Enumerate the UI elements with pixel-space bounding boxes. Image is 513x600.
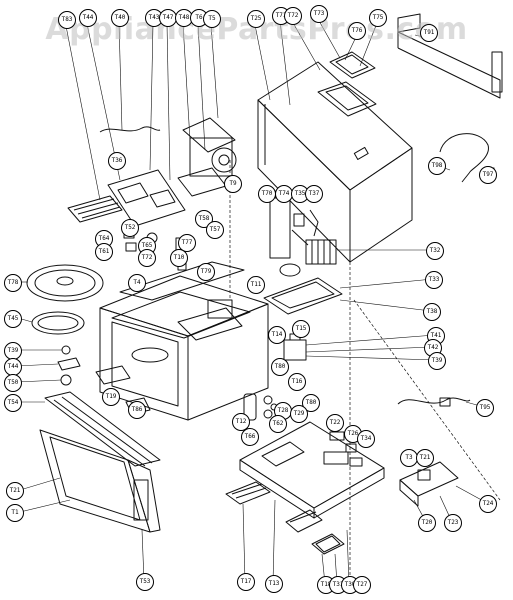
- callout-label: T27: [353, 576, 371, 594]
- top-vent-cover: [317, 51, 377, 117]
- assembly-guide-lines: [229, 160, 501, 580]
- callout-label: T10: [170, 249, 188, 267]
- door-assembly: [39, 429, 161, 533]
- capacitor: [269, 197, 301, 277]
- callout-label: T24: [479, 495, 497, 513]
- callout-label: T23: [444, 514, 462, 532]
- callout-label: T1: [6, 504, 24, 522]
- callout-label: T54: [4, 394, 22, 412]
- filter-grill: [67, 195, 123, 223]
- glass-turntable: [26, 264, 104, 302]
- callout-label: T66: [241, 428, 259, 446]
- callout-label: T86: [128, 401, 146, 419]
- callout-label: T21: [6, 482, 24, 500]
- callout-label: T13: [265, 575, 283, 593]
- leader-lines: [15, 18, 488, 585]
- outer-cabinet: [257, 61, 413, 263]
- transformer: [305, 239, 337, 265]
- callout-label: T76: [348, 22, 366, 40]
- callout-label: T33: [425, 271, 443, 289]
- callout-label: T98: [428, 157, 446, 175]
- callout-label: T95: [476, 399, 494, 417]
- callout-label: T97: [479, 166, 497, 184]
- callout-label: T25: [247, 10, 265, 28]
- callout-label: T29: [290, 405, 308, 423]
- callout-label: T15: [292, 320, 310, 338]
- callout-label: T53: [136, 573, 154, 591]
- callout-label: T12: [232, 413, 250, 431]
- callout-label: T70: [258, 185, 276, 203]
- callout-label: T44: [4, 358, 22, 376]
- mounting-plate: [397, 13, 503, 99]
- callout-label: T50: [4, 374, 22, 392]
- control-bracket: [99, 126, 186, 227]
- vent-grille: [44, 391, 161, 467]
- callout-label: T52: [121, 219, 139, 237]
- callout-label: T32: [426, 242, 444, 260]
- magnetron-base: [263, 277, 343, 315]
- coupler-parts: [57, 345, 81, 386]
- callout-label: T57: [206, 221, 224, 239]
- callout-label: T45: [4, 310, 22, 328]
- callout-label: T80: [271, 358, 289, 376]
- harness-bottom: [397, 397, 471, 407]
- callout-label: T72: [284, 7, 302, 25]
- callout-label: T39: [4, 342, 22, 360]
- callout-label: T16: [288, 373, 306, 391]
- bottom-plate: [239, 421, 385, 519]
- cooktop-light-assembly: [399, 461, 459, 507]
- callout-label: T14: [268, 326, 286, 344]
- callout-label: T40: [111, 9, 129, 27]
- callout-label: T20: [418, 514, 436, 532]
- callout-label: T17: [237, 573, 255, 591]
- callout-label: T75: [369, 9, 387, 27]
- callout-label: T72: [138, 249, 156, 267]
- callout-label: T9: [224, 175, 242, 193]
- callout-label: T78: [4, 274, 22, 292]
- callout-label: T80: [302, 394, 320, 412]
- callout-label: T79: [197, 263, 215, 281]
- callout-label: T44: [79, 9, 97, 27]
- waveguide: [177, 299, 243, 341]
- blower-motor-assembly: [177, 117, 237, 197]
- callout-label: T91: [420, 24, 438, 42]
- grease-filter-left: [225, 481, 271, 505]
- magnetron: [283, 333, 307, 361]
- bracket-parts: [291, 209, 319, 246]
- callout-label: T21: [416, 449, 434, 467]
- callout-label: T5: [203, 10, 221, 28]
- roller-ring: [31, 311, 85, 335]
- callout-label: T77: [178, 234, 196, 252]
- callout-label: T37: [305, 185, 323, 203]
- light-assembly: [243, 393, 278, 421]
- callout-label: T36: [108, 152, 126, 170]
- callout-label: T19: [102, 388, 120, 406]
- callout-label: T22: [326, 414, 344, 432]
- callout-label: T62: [269, 415, 287, 433]
- light-cover: [311, 533, 345, 555]
- callout-label: T38: [423, 303, 441, 321]
- callout-label: T73: [310, 5, 328, 23]
- callout-label: T4: [128, 274, 146, 292]
- callout-label: T11: [247, 276, 265, 294]
- callout-label: T83: [58, 11, 76, 29]
- callout-label: T61: [95, 243, 113, 261]
- callout-label: T39: [428, 352, 446, 370]
- oven-cavity: [99, 261, 269, 421]
- callout-label: T34: [357, 430, 375, 448]
- grease-filter-right: [285, 509, 323, 533]
